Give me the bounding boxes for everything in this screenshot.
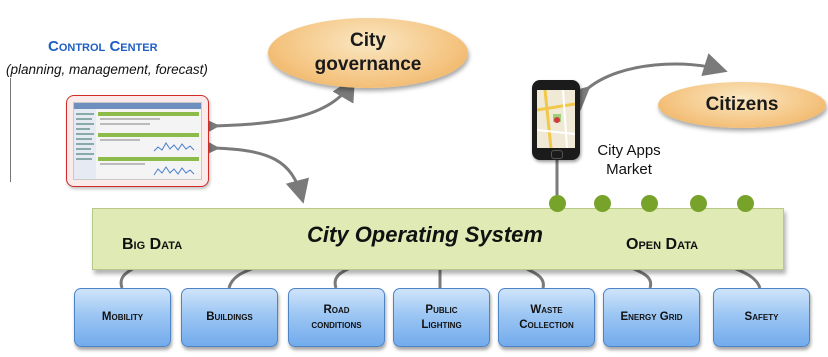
map-screen-graphic xyxy=(537,90,575,148)
app-connector-dot xyxy=(641,195,658,212)
control-center-subtitle: (planning, management, forecast) xyxy=(6,62,208,77)
connector-waste xyxy=(524,266,545,289)
connector-buildings xyxy=(227,266,255,289)
city-operating-system-bar xyxy=(92,208,784,270)
smartphone-icon xyxy=(532,80,580,160)
city-governance-node: City governance xyxy=(268,18,468,88)
app-connector-dot xyxy=(737,195,754,212)
app-connector-dot xyxy=(549,195,566,212)
module-buildings: Buildings xyxy=(181,288,278,347)
city-governance-label: City governance xyxy=(314,30,422,75)
citizens-label: Citizens xyxy=(705,94,779,115)
divider-line xyxy=(10,78,11,182)
connector-road xyxy=(333,266,351,289)
arrow-control-governance xyxy=(195,76,356,139)
connector-mobility xyxy=(119,266,135,289)
app-connector-dot xyxy=(690,195,707,212)
app-connector-dot xyxy=(594,195,611,212)
control-center-title: Control Center xyxy=(48,38,158,55)
os-title: City Operating System xyxy=(307,222,543,247)
control-center-screenshot xyxy=(66,95,209,187)
module-energy-grid: Energy Grid xyxy=(603,288,700,347)
module-safety: Safety xyxy=(713,288,810,347)
arrow-control-os xyxy=(195,135,310,204)
arrow-phone-citizens xyxy=(564,53,728,111)
connector-safety xyxy=(733,266,762,289)
citizens-node: Citizens xyxy=(658,82,826,128)
city-apps-market-label: City Apps Market xyxy=(597,142,661,178)
big-data-label: Big Data xyxy=(122,236,183,253)
dashboard-thumbnail-graphic xyxy=(74,103,201,179)
connector-energy xyxy=(631,266,653,289)
open-data-label: Open Data xyxy=(626,236,699,253)
module-mobility: Mobility xyxy=(74,288,171,347)
